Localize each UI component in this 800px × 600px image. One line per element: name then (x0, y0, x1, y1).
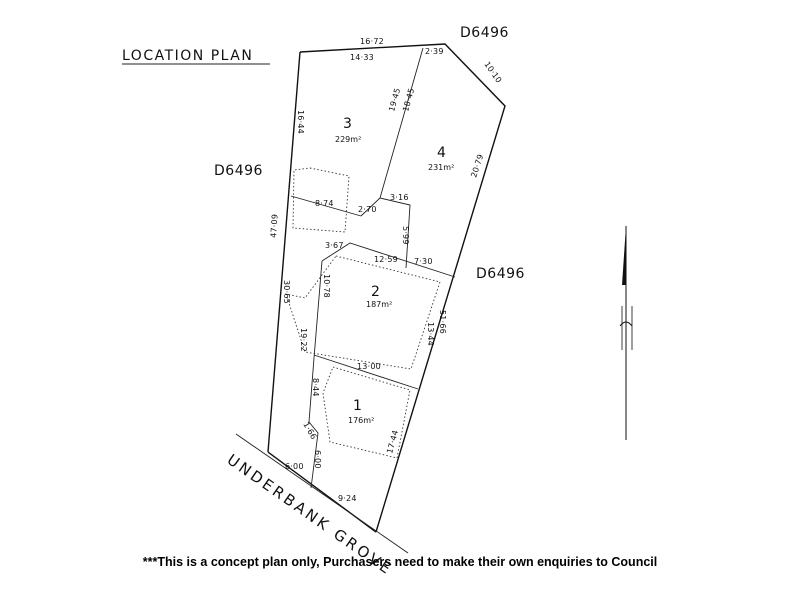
dim-left-lower: 30·65 (282, 280, 291, 304)
lot4-number: 4 (437, 145, 446, 161)
lot4-area: 231m² (428, 163, 454, 172)
lot2-area: 187m² (366, 300, 392, 309)
lot1-top-line (313, 354, 419, 390)
street-edge (235, 433, 409, 554)
ref-right: D6496 (476, 266, 525, 282)
lot4-step-line (379, 197, 411, 269)
dim-lot1-left: 8·44 (311, 378, 320, 397)
dim-top-inner: 14·33 (350, 53, 374, 62)
dim-lot3-right: 19·45 (387, 87, 402, 112)
boundary-top-right (299, 43, 506, 533)
lot2-envelope (285, 255, 441, 370)
dim-frontage-left: 6·00 (285, 462, 304, 471)
dim-frontage-vert: 6·00 (313, 450, 322, 469)
dim-lot2-corner: 3·67 (325, 241, 344, 250)
dim-top-outer: 16·72 (360, 37, 384, 46)
dim-lot4-inner-vert: 5·99 (401, 226, 410, 245)
lot2-top-line (321, 242, 456, 278)
plan-title: LOCATION PLAN (122, 48, 253, 64)
lot1-number: 1 (353, 398, 362, 414)
dim-frontage-right: 9·24 (338, 494, 357, 503)
lot3-lot4-division (360, 47, 424, 217)
ref-top: D6496 (460, 25, 509, 41)
boundary-left (267, 51, 301, 453)
disclaimer-text: ***This is a concept plan only, Purchase… (142, 555, 658, 569)
dim-lot4-right: 20·79 (469, 153, 485, 179)
dim-lot1-right: 17·44 (385, 429, 400, 454)
dim-lot1-corner: 1·66 (301, 421, 318, 442)
lot3-bottom-line (290, 195, 362, 217)
lot1-area: 176m² (348, 416, 374, 425)
dim-right-diag: 10·10 (482, 60, 503, 85)
dim-lot1-top: 13·00 (357, 362, 381, 371)
dim-lot4-bottom: 3·16 (390, 193, 409, 202)
dim-lot3-bottom-left: 8·74 (315, 199, 334, 208)
lot2-number: 2 (371, 284, 380, 300)
dim-lot4-left: 18·45 (401, 87, 416, 112)
lot3-area: 229m² (335, 135, 361, 144)
dim-right-total: 51·66 (438, 310, 447, 334)
dim-lot2-top-right: 7·30 (414, 257, 433, 266)
north-arrow-icon (619, 226, 633, 440)
dim-left-total: 47·09 (269, 214, 280, 238)
dim-lot3-bottom-mid: 2·70 (358, 205, 377, 214)
dim-lot3-left: 16·44 (296, 110, 305, 134)
lot3-number: 3 (343, 116, 352, 132)
lot1-envelope (322, 366, 411, 459)
lot1-left-line (308, 357, 319, 489)
ref-left: D6496 (214, 163, 263, 179)
dim-lot2-right: 13·44 (426, 322, 435, 346)
lot2-left-line (313, 260, 323, 359)
dim-lot2-top: 12·59 (374, 255, 398, 264)
dim-top-right-small: 2·39 (425, 47, 444, 56)
dim-lot2-left: 10·78 (322, 274, 331, 298)
dim-lot2-left-lower: 19·22 (299, 328, 308, 352)
